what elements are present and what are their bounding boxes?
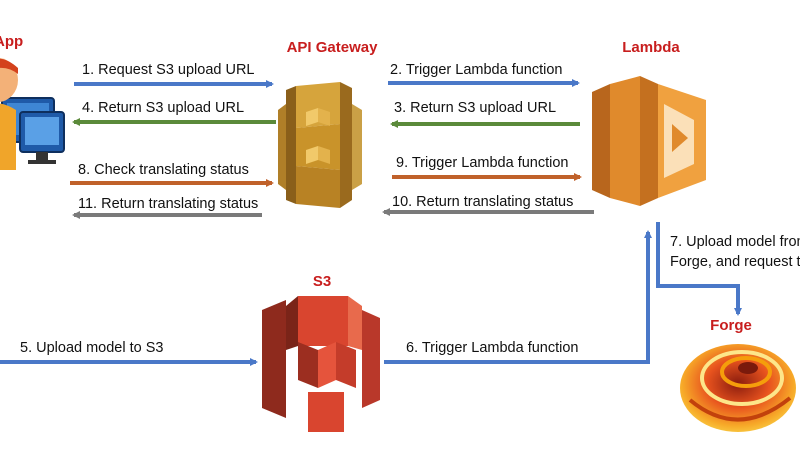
step-1-label: 1. Request S3 upload URL bbox=[82, 62, 255, 78]
forge-label: Forge bbox=[710, 317, 752, 334]
step-4-label: 4. Return S3 upload URL bbox=[82, 100, 244, 116]
api-gateway-label: API Gateway bbox=[287, 39, 379, 56]
step-11-label: 11. Return translating status bbox=[78, 196, 258, 212]
step-9-label: 9. Trigger Lambda function bbox=[396, 155, 569, 171]
app-label: App bbox=[0, 33, 23, 50]
s3-icon bbox=[262, 296, 380, 432]
lambda-icon bbox=[592, 76, 706, 206]
lambda-label: Lambda bbox=[622, 39, 680, 56]
step-8-label: 8. Check translating status bbox=[78, 162, 249, 178]
step-6-label: 6. Trigger Lambda function bbox=[406, 340, 579, 356]
user-computer-icon bbox=[0, 58, 65, 170]
step-5-label: 5. Upload model to S3 bbox=[20, 340, 163, 356]
step-2-label: 2. Trigger Lambda function bbox=[390, 62, 563, 78]
step-7-label-line1: 7. Upload model from S3 to bbox=[670, 234, 800, 250]
step-7-label-line2: Forge, and request translating bbox=[670, 254, 800, 270]
arrow-upload-to-forge bbox=[656, 222, 742, 316]
step-3-label: 3. Return S3 upload URL bbox=[394, 100, 556, 116]
s3-label: S3 bbox=[313, 273, 331, 290]
step-10-label: 10. Return translating status bbox=[392, 194, 573, 210]
api-gateway-icon bbox=[278, 82, 362, 208]
arrow-trigger-lambda-6 bbox=[384, 230, 652, 364]
forge-icon bbox=[680, 344, 796, 432]
